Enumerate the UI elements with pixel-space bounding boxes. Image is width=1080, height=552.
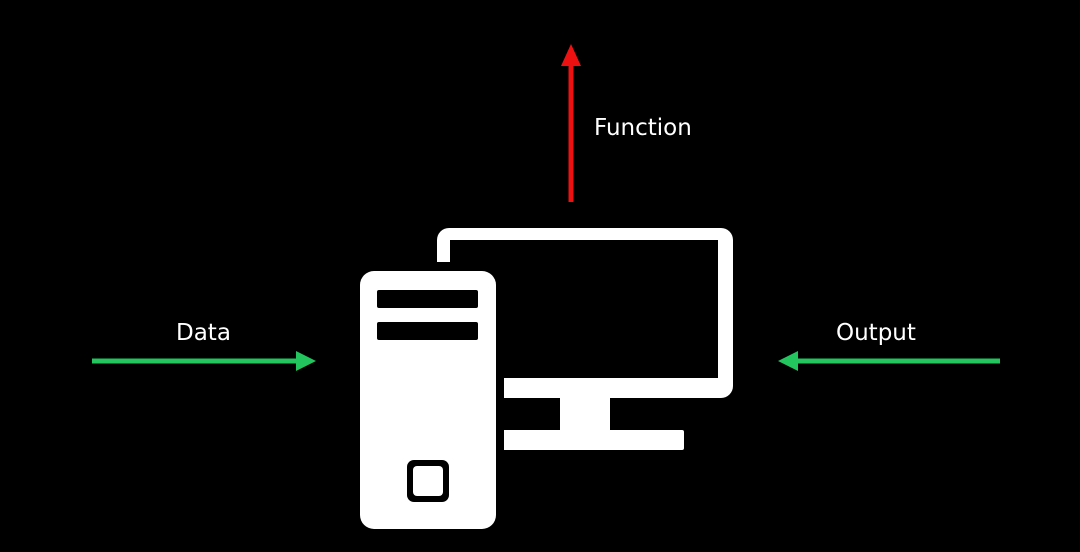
output-label: Output <box>836 320 916 346</box>
arrow-right-icon <box>296 351 316 371</box>
power-button-inner <box>413 466 443 496</box>
tower <box>352 262 504 538</box>
arrow-up-icon <box>561 44 581 66</box>
drive-bay-2 <box>377 322 478 340</box>
output-arrow <box>778 351 1000 371</box>
input-label: Data <box>176 320 231 346</box>
input-arrow <box>92 351 316 371</box>
function-label: Function <box>594 115 692 141</box>
monitor-base <box>498 430 684 450</box>
function-arrow <box>561 44 581 202</box>
drive-bay-1 <box>377 290 478 308</box>
desktop-computer-icon <box>352 228 733 538</box>
monitor-neck <box>560 398 610 430</box>
arrow-left-icon <box>778 351 798 371</box>
